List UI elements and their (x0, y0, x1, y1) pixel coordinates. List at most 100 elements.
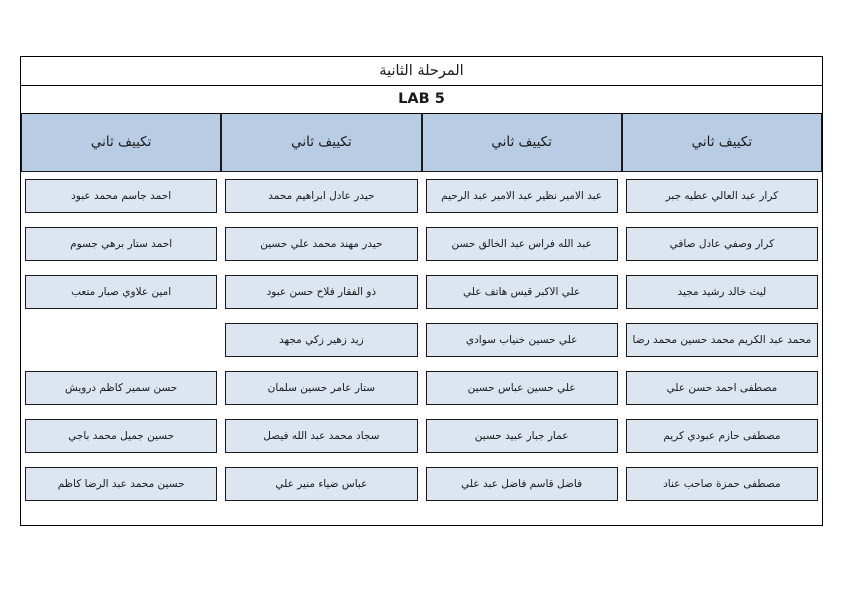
student-name: ذو الفقار فلاح حسن عبود (266, 285, 377, 298)
student-cell: عباس ضياء منير علي (225, 467, 418, 501)
student-cell: ليث خالد رشيد مجيد (625, 275, 818, 309)
student-distribution-table: المرحلة الثانية LAB 5 تكييف ثاني كرار عب… (20, 56, 823, 526)
stage-title-row: المرحلة الثانية (21, 57, 822, 86)
student-name: زيد زهير زكي مجهد (279, 333, 364, 346)
student-name: حسين جميل محمد باجي (68, 429, 175, 442)
student-cell: مصطفى حمزة صاحب عناد (625, 467, 818, 501)
student-name: مصطفى حازم عبودي كريم (663, 429, 781, 442)
student-cell: كرار وصفي عادل صافي (625, 227, 818, 261)
cell-slot: زيد زهير زكي مجهد (221, 316, 421, 364)
page-title: المرحلة الثانية (379, 62, 464, 79)
lab-title-row: LAB 5 (21, 86, 822, 114)
lab-label: LAB 5 (398, 91, 445, 108)
student-cell: محمد عبد الكريم محمد حسين محمد رضا (625, 323, 818, 357)
columns-grid: تكييف ثاني كرار عبد العالي عطيه جبر كرار… (21, 114, 822, 508)
table-column-2: تكييف ثاني عبد الامير نظير عبد الامير عب… (421, 114, 622, 508)
student-cell: علي حسين عباس حسين (425, 371, 618, 405)
student-cell: عمار جبار عبيد حسين (425, 419, 618, 453)
cell-slot: كرار عبد العالي عطيه جبر (622, 172, 822, 220)
student-cell: حسن سمير كاظم درويش (25, 371, 218, 405)
cell-slot: حسن سمير كاظم درويش (21, 364, 221, 412)
cell-slot: مصطفى احمد حسن علي (622, 364, 822, 412)
cell-slot: احمد ستار برهي جسوم (21, 220, 221, 268)
cell-slot: عباس ضياء منير علي (221, 460, 421, 508)
student-name: علي الاكبر قيس هاتف علي (462, 285, 581, 298)
cell-slot: عبد الامير نظير عبد الامير عبد الرحيم (422, 172, 622, 220)
student-name: حسين محمد عبد الرضا كاظم (57, 477, 185, 490)
cell-slot: عبد الله فراس عبد الخالق حسن (422, 220, 622, 268)
student-name: كرار وصفي عادل صافي (669, 237, 775, 250)
cell-slot: امين علاوي صبار متعب (21, 268, 221, 316)
column-header-2: تكييف ثاني (421, 114, 622, 172)
student-name: امين علاوي صبار متعب (71, 285, 172, 298)
student-name: حيدر عادل ابراهيم محمد (268, 189, 375, 202)
student-name: احمد ستار برهي جسوم (70, 237, 173, 250)
student-name: مصطفى احمد حسن علي (666, 381, 778, 394)
student-cell: كرار عبد العالي عطيه جبر (625, 179, 818, 213)
student-cell: عبد الله فراس عبد الخالق حسن (425, 227, 618, 261)
column-header-label: تكييف ثاني (491, 133, 552, 150)
student-cell: حيدر عادل ابراهيم محمد (225, 179, 418, 213)
column-header-3: تكييف ثاني (221, 114, 422, 172)
cell-slot: علي الاكبر قيس هاتف علي (422, 268, 622, 316)
student-name: علي حسين عباس حسين (467, 381, 576, 394)
cell-slot: حسين محمد عبد الرضا كاظم (21, 460, 221, 508)
cell-slot: فاضل قاسم فاضل عبد علي (422, 460, 622, 508)
student-name: كرار عبد العالي عطيه جبر (665, 189, 779, 202)
student-cell: احمد جاسم محمد عبود (25, 179, 218, 213)
student-cell: مصطفى احمد حسن علي (625, 371, 818, 405)
student-cell: سجاد محمد عبد الله فيصل (225, 419, 418, 453)
column-header-label: تكييف ثاني (691, 133, 753, 150)
student-name: ليث خالد رشيد مجيد (677, 285, 767, 298)
cell-slot: كرار وصفي عادل صافي (622, 220, 822, 268)
student-name: عبد الامير نظير عبد الامير عبد الرحيم (441, 189, 603, 202)
student-cell: مصطفى حازم عبودي كريم (625, 419, 818, 453)
student-name: فاضل قاسم فاضل عبد علي (461, 477, 583, 490)
cell-slot: حسين جميل محمد باجي (21, 412, 221, 460)
student-name: علي حسين خنياب سوادي (465, 333, 578, 346)
cell-slot: ستار عامر حسين سلمان (221, 364, 421, 412)
student-name: عبد الله فراس عبد الخالق حسن (451, 237, 592, 250)
cell-slot: علي حسين خنياب سوادي (422, 316, 622, 364)
student-cell: ذو الفقار فلاح حسن عبود (225, 275, 418, 309)
empty-cell (25, 323, 217, 357)
student-cell: زيد زهير زكي مجهد (225, 323, 418, 357)
student-name: احمد جاسم محمد عبود (71, 189, 172, 202)
column-header-label: تكييف ثاني (90, 133, 152, 150)
cell-slot: مصطفى حازم عبودي كريم (622, 412, 822, 460)
table-column-3: تكييف ثاني حيدر عادل ابراهيم محمد حيدر م… (221, 114, 422, 508)
student-cell: علي الاكبر قيس هاتف علي (425, 275, 618, 309)
cell-slot: ذو الفقار فلاح حسن عبود (221, 268, 421, 316)
column-header-1: تكييف ثاني (621, 114, 822, 172)
student-cell: حسين جميل محمد باجي (25, 419, 218, 453)
student-name: ستار عامر حسين سلمان (267, 381, 376, 394)
student-name: سجاد محمد عبد الله فيصل (263, 429, 380, 442)
student-cell: حسين محمد عبد الرضا كاظم (25, 467, 218, 501)
table-column-1: تكييف ثاني كرار عبد العالي عطيه جبر كرار… (621, 114, 822, 508)
column-header-label: تكييف ثاني (291, 133, 352, 150)
student-cell: علي حسين خنياب سوادي (425, 323, 618, 357)
cell-slot: حيدر عادل ابراهيم محمد (221, 172, 421, 220)
cell-slot: عمار جبار عبيد حسين (422, 412, 622, 460)
cell-slot: سجاد محمد عبد الله فيصل (221, 412, 421, 460)
student-cell: فاضل قاسم فاضل عبد علي (425, 467, 618, 501)
table-bottom-strip (21, 508, 822, 525)
student-cell: امين علاوي صبار متعب (25, 275, 218, 309)
cell-slot: محمد عبد الكريم محمد حسين محمد رضا (622, 316, 822, 364)
table-column-4: تكييف ثاني احمد جاسم محمد عبود احمد ستار… (21, 114, 222, 508)
student-cell: ستار عامر حسين سلمان (225, 371, 418, 405)
student-cell: عبد الامير نظير عبد الامير عبد الرحيم (425, 179, 618, 213)
student-name: محمد عبد الكريم محمد حسين محمد رضا (632, 333, 812, 346)
student-cell: احمد ستار برهي جسوم (25, 227, 218, 261)
student-name: حيدر مهند محمد علي حسين (260, 237, 383, 250)
cell-slot: ليث خالد رشيد مجيد (622, 268, 822, 316)
cell-slot: علي حسين عباس حسين (422, 364, 622, 412)
column-header-4: تكييف ثاني (21, 114, 222, 172)
cell-slot: حيدر مهند محمد علي حسين (221, 220, 421, 268)
student-name: حسن سمير كاظم درويش (64, 381, 178, 394)
cell-slot: احمد جاسم محمد عبود (21, 172, 221, 220)
student-name: مصطفى حمزة صاحب عناد (663, 477, 781, 490)
cell-slot-empty (21, 316, 221, 364)
student-name: عباس ضياء منير علي (275, 477, 368, 490)
